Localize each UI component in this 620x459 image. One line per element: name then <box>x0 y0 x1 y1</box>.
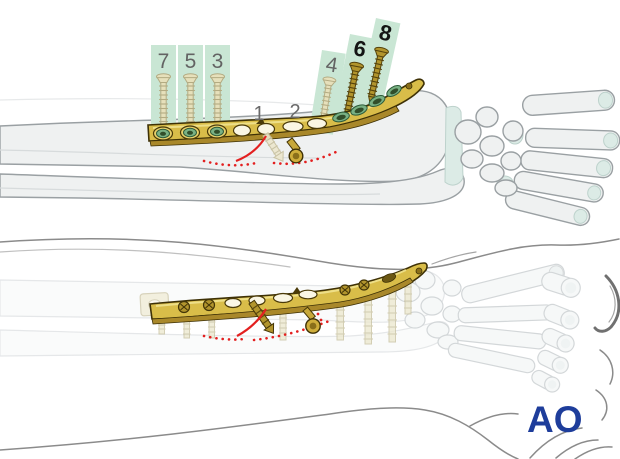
plate-tip-screw-head <box>405 82 413 90</box>
ghost-bones <box>0 263 581 393</box>
drill-guide-tab <box>256 118 265 124</box>
plate-hole-2 <box>282 120 304 133</box>
round-head-screw <box>286 137 304 164</box>
hand-bones <box>454 89 620 227</box>
plate-under-edge <box>149 105 400 147</box>
fixation-plate-side-view <box>139 262 428 345</box>
locking-hole-green <box>152 126 174 141</box>
screw-5-label: 5 <box>185 50 197 73</box>
screw-step-4: 4 <box>309 50 346 135</box>
ao-logo: AO <box>527 399 583 440</box>
thumb-fold <box>593 274 620 333</box>
screw-7-label: 7 <box>158 50 170 73</box>
screw-step-5: 5 <box>178 45 203 135</box>
screw-step-8: 8 <box>355 18 401 117</box>
fixation-plate-top-view <box>147 78 425 147</box>
plate-holes <box>224 273 397 309</box>
hole-1-label: 1 <box>253 103 264 125</box>
fracture-line-dotted <box>272 150 338 166</box>
screw-step-3: 3 <box>205 45 230 135</box>
distal-locking-holes <box>332 85 402 123</box>
radiocarpal-cartilage <box>444 105 464 186</box>
top-panel-bone-view: 7 5 3 4 6 <box>0 18 620 227</box>
screw-step-7: 7 <box>151 45 176 135</box>
fracture-line-dotted <box>202 334 246 341</box>
locking-hole-green <box>206 124 228 139</box>
drill-guide-tab <box>292 287 301 294</box>
screw-step-6: 6 <box>332 33 375 128</box>
fracture-line-dotted <box>202 159 262 167</box>
fracture-line-solid <box>236 308 267 337</box>
carpal-bones <box>454 106 524 197</box>
fracture-and-screws <box>202 132 338 167</box>
locking-hole-green <box>179 125 201 140</box>
ghost-ulna <box>0 321 450 357</box>
round-head-screw <box>302 306 321 334</box>
planned-screw-steps-proximal: 7 5 3 <box>151 45 230 135</box>
bottom-panel-skin-view: AO <box>0 237 620 459</box>
screw-steps-distal: 4 6 8 <box>309 18 401 135</box>
plate-hole-1 <box>256 122 276 136</box>
screw-6-label: 6 <box>351 35 368 62</box>
fracture-dot <box>316 312 320 316</box>
plate-hole <box>306 117 328 130</box>
oblique-screw-faded <box>262 132 284 162</box>
plate-screw-heads <box>177 267 423 314</box>
screw-4-label: 4 <box>324 53 339 78</box>
ghost-finger-stubs <box>531 271 581 393</box>
ghost-metacarpals <box>447 263 565 374</box>
finger-bones <box>504 89 620 227</box>
fracture-dot <box>319 318 323 322</box>
plate-hole <box>232 124 252 137</box>
screw-3-label: 3 <box>212 50 224 73</box>
screw-8-label: 8 <box>377 19 394 46</box>
hole-2-label: 2 <box>289 101 300 123</box>
fracture-line-solid <box>235 135 267 163</box>
